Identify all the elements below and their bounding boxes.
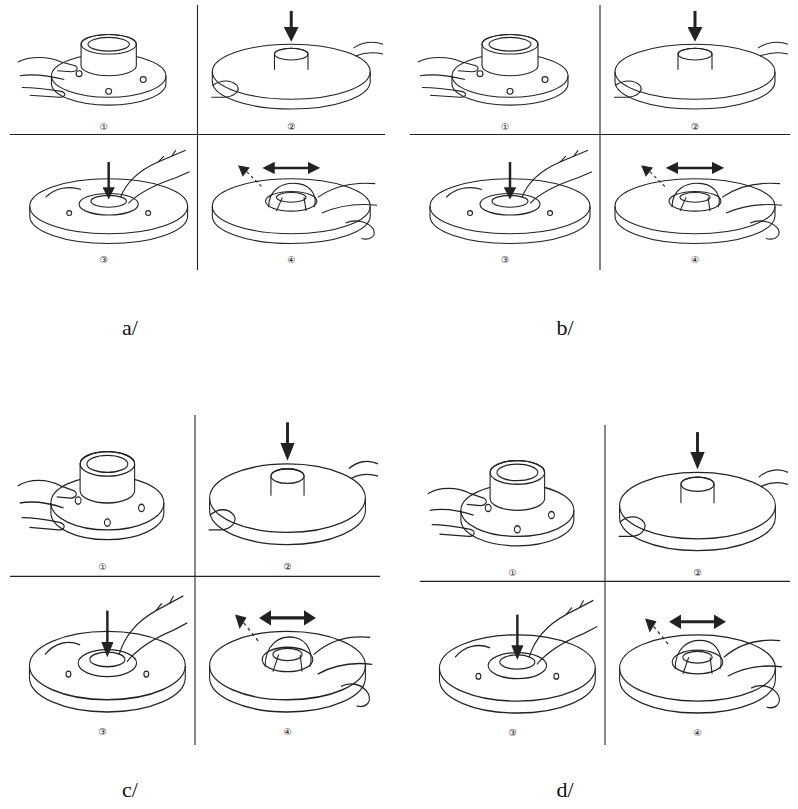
step-number: ② (693, 568, 701, 577)
step-number: ② (287, 123, 295, 132)
step-number: ① (508, 568, 516, 577)
step-number: ③ (98, 728, 106, 737)
step-number: ① (501, 123, 509, 132)
step-number: ③ (508, 728, 516, 737)
panel-c-drawing (10, 415, 380, 745)
panel-letter: a/ (122, 317, 138, 339)
step-number: ③ (100, 255, 108, 264)
panel-b-drawing (410, 5, 790, 270)
panel-a-drawing (10, 5, 385, 270)
panel-d-drawing (420, 425, 790, 745)
step-number: ① (100, 123, 108, 132)
panel-letter: d/ (556, 779, 573, 801)
step-number: ④ (693, 728, 701, 737)
step-number: ③ (501, 255, 509, 264)
step-number: ② (283, 563, 291, 572)
step-number: ② (691, 123, 699, 132)
step-number: ④ (287, 255, 295, 264)
panel-letter: c/ (122, 779, 138, 801)
step-number: ④ (283, 728, 291, 737)
step-number: ④ (691, 255, 699, 264)
panel-letter: b/ (556, 317, 573, 339)
step-number: ① (98, 563, 106, 572)
